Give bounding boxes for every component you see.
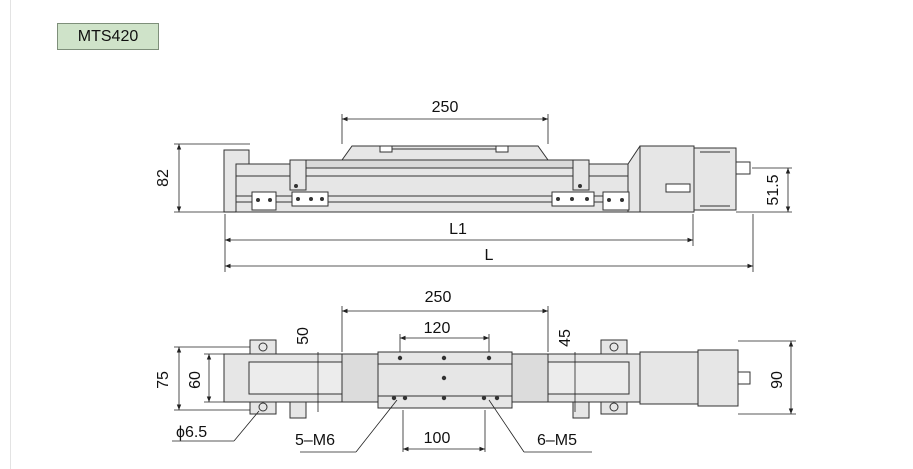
top-mount-lug xyxy=(600,339,628,355)
top-motor xyxy=(697,349,739,407)
side-carriage xyxy=(341,145,549,161)
top-mount-lug xyxy=(249,339,277,355)
side-motor-housing xyxy=(639,145,695,213)
top-dim-250: 250 xyxy=(425,289,452,306)
top-dim-120: 120 xyxy=(424,320,451,337)
top-dim-100: 100 xyxy=(424,430,451,447)
top-dim-60: 60 xyxy=(187,371,204,389)
top-view: 250 120 50 45 75 6 xyxy=(155,289,796,453)
top-motor-connector xyxy=(737,371,751,385)
top-dim-75: 75 xyxy=(155,371,172,389)
top-label-thread-m6: 5–M6 xyxy=(295,432,335,449)
side-motor xyxy=(693,147,737,211)
top-label-mount-hole: ϕ6.5 xyxy=(176,424,207,441)
page-left-rule xyxy=(10,0,11,469)
model-badge: MTS420 xyxy=(57,23,159,50)
top-dim-90: 90 xyxy=(769,371,786,389)
top-dim-50: 50 xyxy=(295,327,312,345)
side-dim-82: 82 xyxy=(155,169,172,187)
side-dim-L1: L1 xyxy=(449,221,467,238)
side-view: 250 82 51.5 L1 L xyxy=(155,99,792,272)
side-dim-L: L xyxy=(485,247,494,264)
side-dim-250: 250 xyxy=(432,99,459,116)
side-motor-connector xyxy=(735,161,751,175)
top-dim-45: 45 xyxy=(557,329,574,347)
side-dim-51-5: 51.5 xyxy=(765,174,782,205)
top-motor-housing xyxy=(639,351,699,405)
top-label-thread-m5: 6–M5 xyxy=(537,432,577,449)
